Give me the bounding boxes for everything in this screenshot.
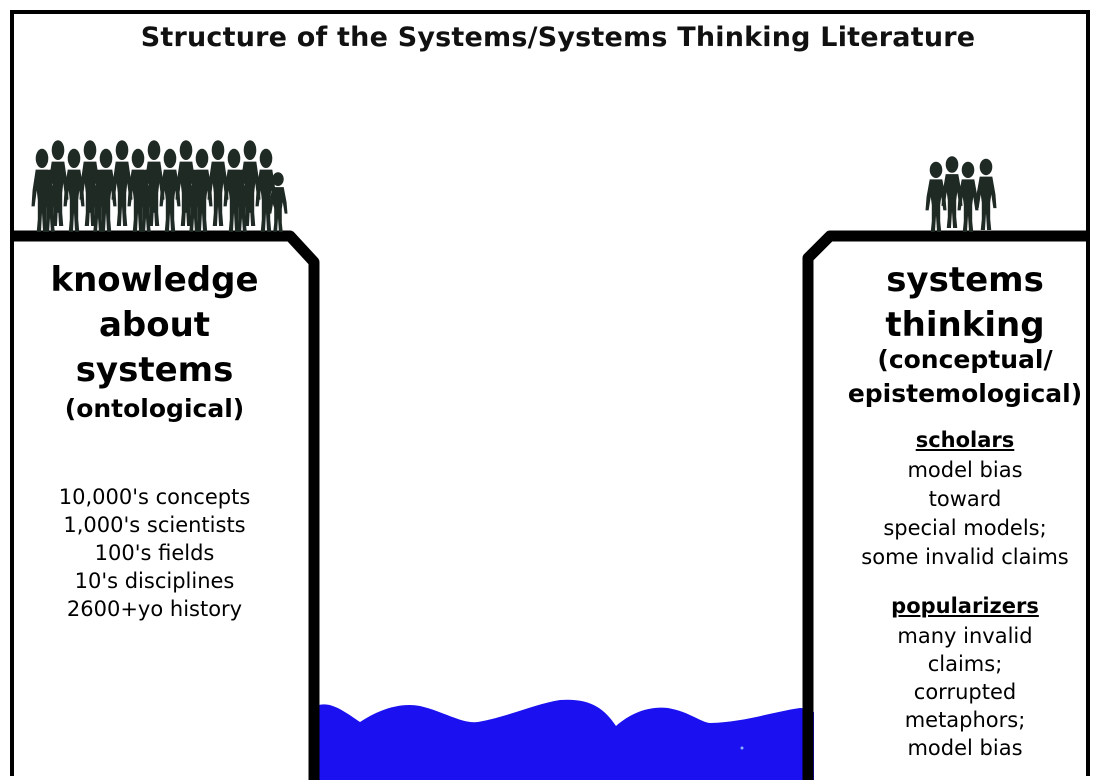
diagram-title: Structure of the Systems/Systems Thinkin… <box>140 22 976 53</box>
right-cliff-subheading: (conceptual/ epistemological) <box>820 343 1100 411</box>
list-item: 100's fields <box>94 541 215 565</box>
left-cliff-heading: knowledge about systems <box>12 258 297 393</box>
scholars-text: model bias toward special models; some i… <box>820 456 1100 572</box>
popularizers-title: popularizers <box>891 594 1039 618</box>
water-droplet <box>740 746 744 750</box>
left-cliff-subheading: (ontological) <box>64 394 245 423</box>
right-subheading-line: (conceptual/ <box>877 345 1053 374</box>
popularizers-line: corrupted <box>913 680 1017 704</box>
list-item: 10's disciplines <box>74 569 235 593</box>
water <box>316 699 814 780</box>
left-cliff <box>10 230 320 780</box>
right-cliff <box>802 230 1090 780</box>
right-heading-line: thinking <box>885 305 1045 345</box>
left-heading-line: knowledge <box>50 260 259 300</box>
scholars-line: some invalid claims <box>861 545 1069 569</box>
popularizers-line: many invalid <box>897 624 1033 648</box>
list-item: 10,000's concepts <box>58 485 251 509</box>
diagram-frame <box>10 10 1090 776</box>
list-item: 1,000's scientists <box>63 513 246 537</box>
left-crowd-icon <box>31 140 288 232</box>
popularizers-line: model bias <box>907 736 1023 760</box>
scholars-line: special models; <box>883 516 1047 540</box>
left-heading-line: systems <box>75 350 234 390</box>
scholars-line: toward <box>928 487 1002 511</box>
scholars-title: scholars <box>915 428 1015 452</box>
popularizers-line: claims; <box>927 652 1003 676</box>
right-crowd-icon <box>925 156 997 232</box>
right-subheading-line: epistemological) <box>847 379 1083 408</box>
popularizers-line: metaphors; <box>904 708 1026 732</box>
right-cliff-heading: systems thinking <box>820 258 1100 348</box>
scholars-line: model bias <box>907 458 1023 482</box>
right-heading-line: systems <box>886 260 1044 300</box>
left-cliff-list: 10,000's concepts 1,000's scientists 100… <box>12 483 297 623</box>
left-heading-line: about <box>98 305 211 345</box>
popularizers-text: many invalid claims; corrupted metaphors… <box>820 622 1100 762</box>
list-item: 2600+yo history <box>66 597 243 621</box>
